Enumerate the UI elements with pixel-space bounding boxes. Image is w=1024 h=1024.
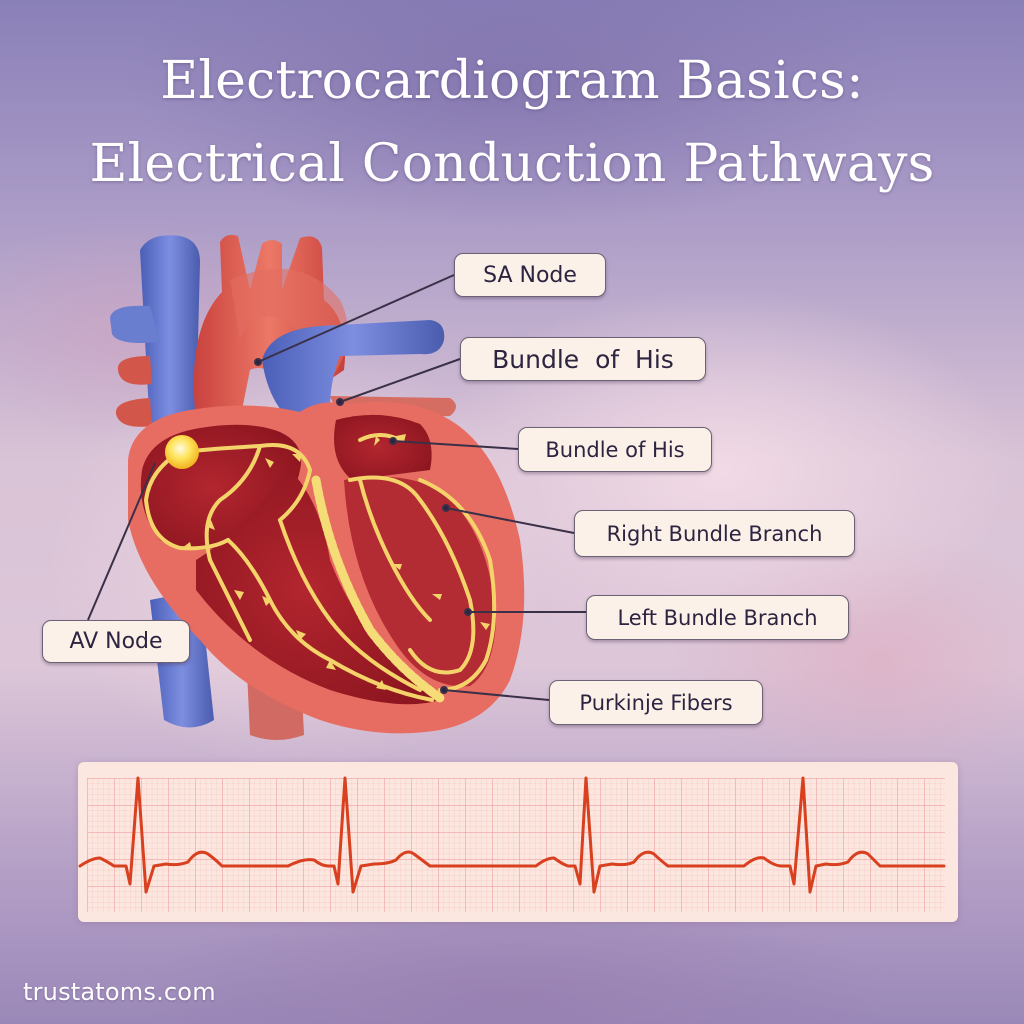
label-text: Left Bundle Branch: [617, 605, 818, 630]
label-text: Bundle of His: [545, 437, 685, 462]
ecg-grid: [87, 778, 945, 912]
pulmonary-vein-icon: [115, 398, 152, 427]
sa-node-glow-icon: [165, 435, 199, 469]
ecg-trace-line: [78, 776, 946, 894]
label-right-bundle-branch: Right Bundle Branch: [574, 510, 855, 557]
label-sa-node: SA Node: [454, 253, 606, 297]
conduction-pathway-icon: [143, 433, 497, 702]
label-purkinje-fibers: Purkinje Fibers: [549, 680, 763, 725]
page-title-line-2: Electrical Conduction Pathways: [89, 134, 935, 194]
watermark: trustatoms.com: [23, 978, 216, 1006]
heart-icon: [128, 402, 525, 734]
pulmonary-artery-icon: [262, 320, 445, 420]
label-left-bundle-branch: Left Bundle Branch: [586, 595, 849, 640]
label-text: AV Node: [69, 629, 163, 654]
label-text: Bundle of His: [492, 344, 674, 374]
label-av-node: AV Node: [42, 620, 190, 663]
label-bundle-of-his-upper: Bundle of His: [460, 337, 706, 381]
label-text: Right Bundle Branch: [606, 521, 823, 546]
page-title-line-1: Electrocardiogram Basics:: [160, 51, 864, 111]
label-bundle-of-his-lower: Bundle of His: [518, 427, 712, 472]
ecg-strip: [78, 762, 958, 922]
arrow-icon: [182, 434, 490, 690]
label-text: Purkinje Fibers: [579, 690, 733, 715]
leader-lines: [87, 274, 586, 701]
pulmonary-vein-icon: [117, 356, 152, 385]
label-text: SA Node: [483, 262, 577, 288]
ecg-trace-chart: [78, 776, 946, 912]
